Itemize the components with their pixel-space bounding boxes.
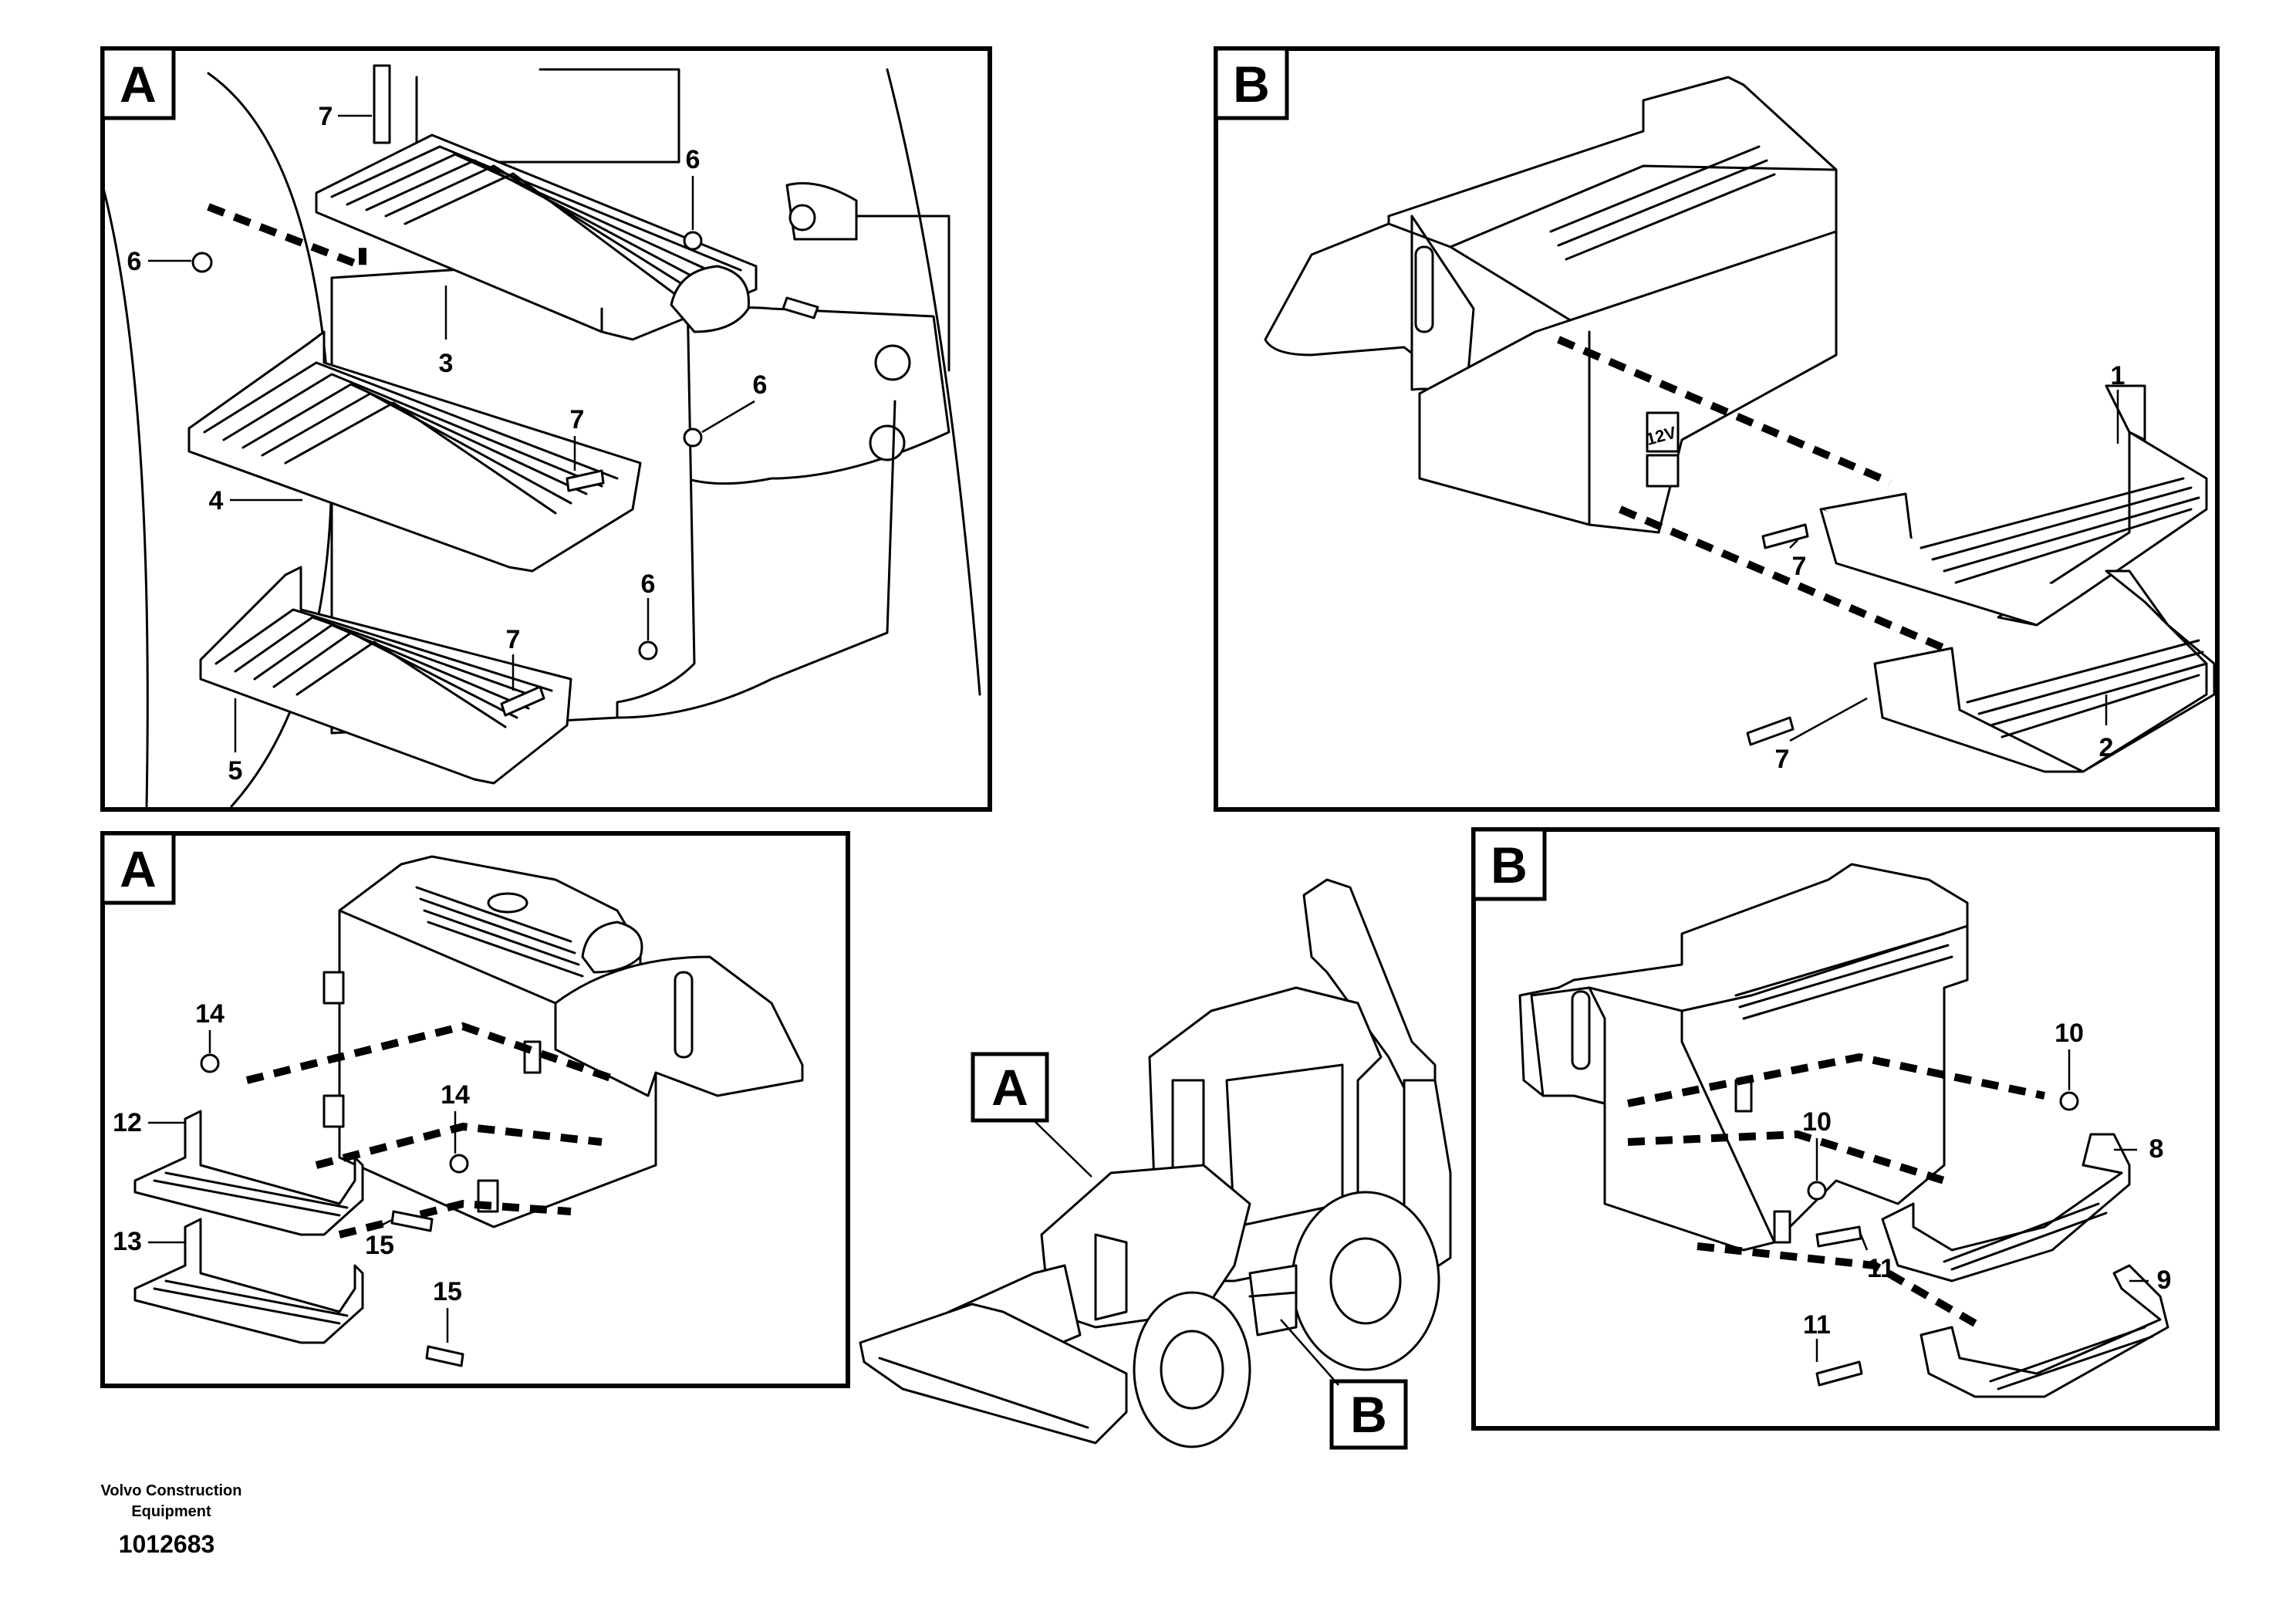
step-1 (1819, 384, 2208, 627)
callout-15: 15 (433, 1277, 462, 1306)
callout-7: 7 (319, 102, 333, 131)
step-2 (1873, 569, 2216, 773)
panel-top-left: A (100, 46, 992, 812)
step-8 (1881, 1133, 2131, 1282)
callout-1: 1 (2111, 361, 2125, 390)
callout-6: 6 (686, 145, 701, 174)
callout-6: 6 (641, 569, 656, 599)
step-4 (187, 330, 642, 573)
callout-2: 2 (2099, 733, 2114, 762)
panel-label: A (120, 840, 157, 897)
callout-8: 8 (2149, 1134, 2164, 1164)
callout-3: 3 (439, 349, 454, 378)
callout-11: 11 (1867, 1254, 1895, 1283)
callout-10: 10 (1802, 1107, 1832, 1137)
panel-label: B (1491, 836, 1528, 894)
step-9 (1920, 1264, 2169, 1398)
panel-top-right: B 12V (1214, 46, 2220, 812)
callout-5: 5 (228, 756, 243, 786)
callout-13: 13 (113, 1227, 142, 1256)
callout-14: 14 (195, 999, 225, 1029)
machine-label-a: A (991, 1059, 1028, 1116)
step-13 (133, 1218, 364, 1344)
callout-14: 14 (441, 1080, 470, 1110)
panel-bottom-right: B (1471, 827, 2220, 1431)
callout-7: 7 (1775, 745, 1790, 774)
panel-label: B (1233, 56, 1270, 113)
step-12 (133, 1110, 364, 1236)
callout-7: 7 (1792, 552, 1807, 581)
panel-bottom-left: A (100, 831, 850, 1388)
callout-15: 15 (365, 1231, 394, 1260)
callout-6: 6 (753, 370, 768, 400)
footer: Volvo Construction Equipment 1012683 (101, 1482, 242, 1558)
backhoe-loader: A B (859, 878, 1452, 1450)
callout-10: 10 (2055, 1019, 2084, 1048)
panel-label: A (120, 56, 157, 113)
company-name-line2: Equipment (131, 1503, 211, 1520)
callout-6: 6 (127, 247, 142, 276)
callout-12: 12 (113, 1108, 142, 1137)
callout-4: 4 (209, 486, 224, 515)
callout-7: 7 (570, 405, 585, 434)
battery-box: 12V (1264, 76, 1838, 534)
drawing-number: 1012683 (119, 1530, 215, 1558)
callout-11: 11 (1803, 1310, 1831, 1340)
machine-label-b: B (1350, 1386, 1387, 1443)
callout-9: 9 (2157, 1265, 2172, 1295)
callout-7: 7 (506, 625, 521, 654)
step-5 (199, 566, 572, 785)
company-name-line1: Volvo Construction (101, 1482, 242, 1499)
